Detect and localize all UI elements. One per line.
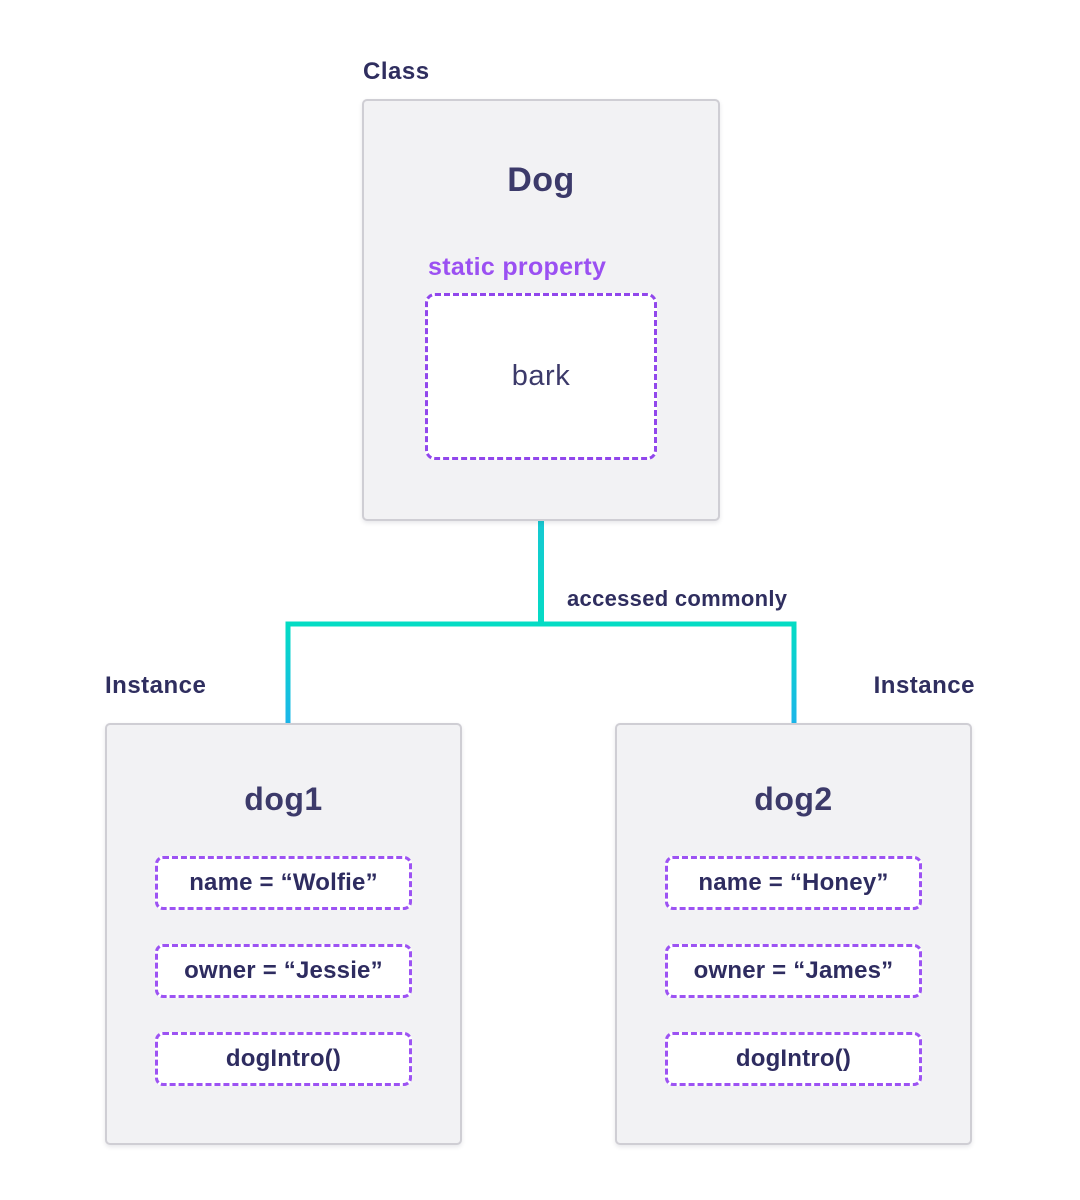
static-property-box: bark [425,293,657,460]
instance-box-dog1: dog1 name = “Wolfie” owner = “Jessie” do… [105,723,462,1145]
property-chip-owner: owner = “Jessie” [155,944,412,998]
instance-title-dog2: dog2 [754,781,833,817]
property-chip-method: dogIntro() [665,1032,922,1086]
property-chip-name: name = “Honey” [665,856,922,910]
connector-label: accessed commonly [567,586,788,611]
instance-title-dog1: dog1 [244,781,323,817]
instance-box-dog2: dog2 name = “Honey” owner = “James” dogI… [615,723,972,1145]
class-title: Dog [507,161,575,199]
instance-label-right: Instance [873,672,975,699]
property-chip-name: name = “Wolfie” [155,856,412,910]
class-label: Class [363,58,430,85]
property-chip-method: dogIntro() [155,1032,412,1086]
static-property-label: static property [428,253,607,281]
class-box: Dog static property bark [362,99,720,521]
property-chip-owner: owner = “James” [665,944,922,998]
instance-label-left: Instance [105,672,207,699]
static-property-value: bark [511,360,571,392]
